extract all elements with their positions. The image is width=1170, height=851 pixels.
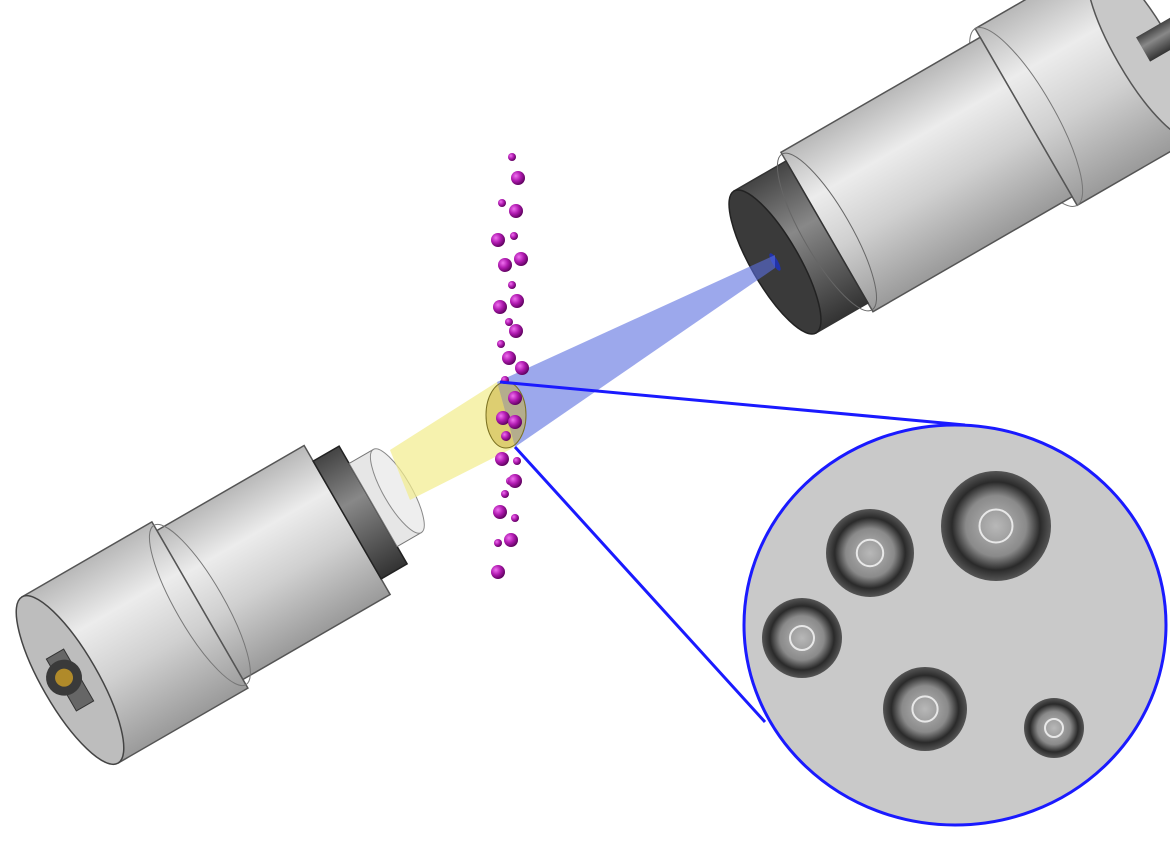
particle: [511, 514, 519, 522]
particle: [514, 252, 528, 266]
particle: [515, 361, 529, 375]
particle: [493, 300, 507, 314]
magnified-particle: [941, 471, 1051, 581]
particle: [508, 391, 522, 405]
particle-highlight: [1044, 718, 1064, 738]
magnifier-line-bottom: [513, 445, 767, 724]
particle: [508, 281, 516, 289]
particle: [498, 199, 506, 207]
magnified-particle: [1024, 698, 1084, 758]
particle: [491, 233, 505, 247]
left-device: [15, 444, 425, 766]
particle-highlight: [855, 538, 885, 568]
particle: [504, 533, 518, 547]
particle: [509, 324, 523, 338]
particle: [508, 415, 522, 429]
particle: [493, 505, 507, 519]
particle: [511, 171, 525, 185]
particle-highlight: [789, 625, 815, 651]
magnified-particle: [762, 598, 842, 678]
connector-icon: [1136, 17, 1170, 62]
magnified-particle: [883, 667, 967, 751]
particle: [509, 204, 523, 218]
particle: [502, 351, 516, 365]
particle: [508, 474, 522, 488]
particle: [496, 411, 510, 425]
particle-stream: [491, 153, 529, 579]
particle: [513, 457, 521, 465]
particle: [494, 539, 502, 547]
magnified-particle: [826, 509, 914, 597]
particle: [510, 294, 524, 308]
particle: [495, 452, 509, 466]
particle: [508, 153, 516, 161]
particle: [497, 340, 505, 348]
magnified-view: [742, 423, 1168, 827]
particle: [505, 318, 513, 326]
particle: [491, 565, 505, 579]
particle: [501, 431, 511, 441]
particle: [498, 258, 512, 272]
right-device: [728, 0, 1170, 335]
particle-highlight: [978, 508, 1014, 544]
particle: [501, 490, 509, 498]
blue-beam: [497, 255, 775, 447]
particle-highlight: [911, 695, 939, 723]
yellow-beam: [390, 382, 515, 500]
magnifier-line-top: [499, 380, 966, 427]
particle: [510, 232, 518, 240]
